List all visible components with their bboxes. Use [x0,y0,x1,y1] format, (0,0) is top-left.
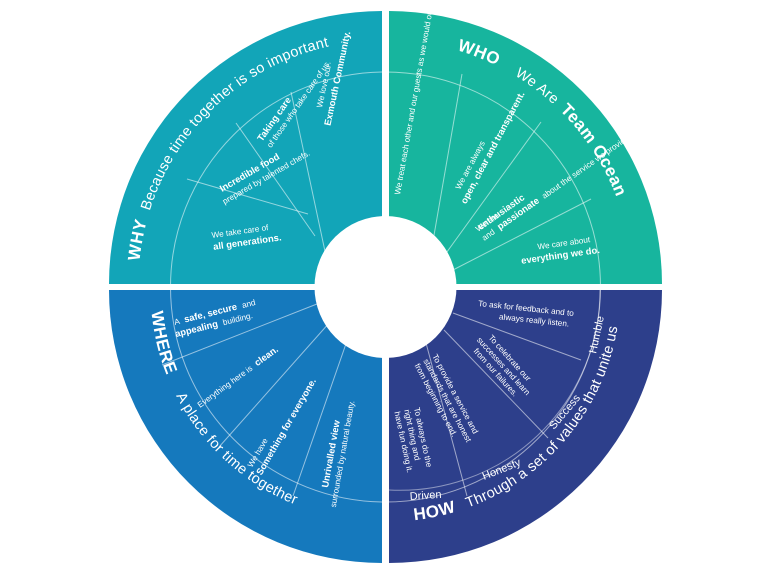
center-line-4: To dare to be different, [329,292,442,304]
center-statement: To give our guests young and old a fabul… [329,244,442,330]
quadrant-who [389,11,662,284]
value-driven: Driven [409,489,442,503]
inner-ring [170,71,601,503]
center-line-1: To give our [358,244,414,256]
center-line-5: to always exceed [343,305,429,317]
center-line-3: a fabulous experience. [329,270,442,282]
center-line-2: guests young and old [331,257,440,269]
quadrant-how [389,290,662,563]
how-value-band [388,289,601,491]
quadrant-where [109,290,382,563]
segment-dividers [161,73,592,497]
quadrant-why [109,11,382,284]
center-line-6: expectations. [352,318,419,330]
center-circle [314,216,457,358]
